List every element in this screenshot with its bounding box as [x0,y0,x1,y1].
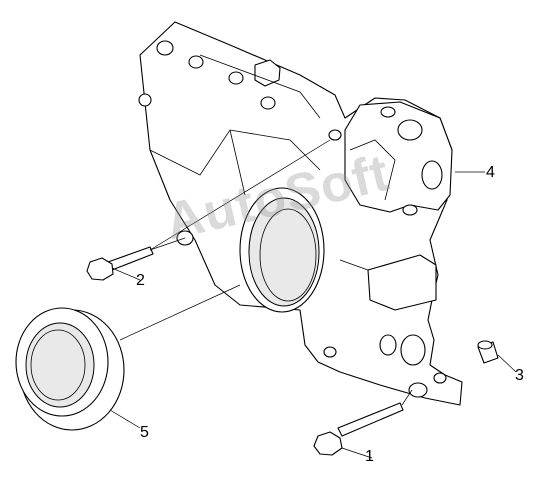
callout-4: 4 [486,164,495,181]
bolt-short [86,246,154,281]
bolt-long [313,402,404,456]
crankshaft-seal [15,307,125,431]
callout-5: 5 [140,424,149,441]
callout-2: 2 [136,272,145,289]
leader-lines [109,139,517,459]
callout-3: 3 [515,367,524,384]
dowel-sleeve [477,340,499,364]
callout-1: 1 [365,448,374,465]
front-cover-housing [138,21,463,406]
